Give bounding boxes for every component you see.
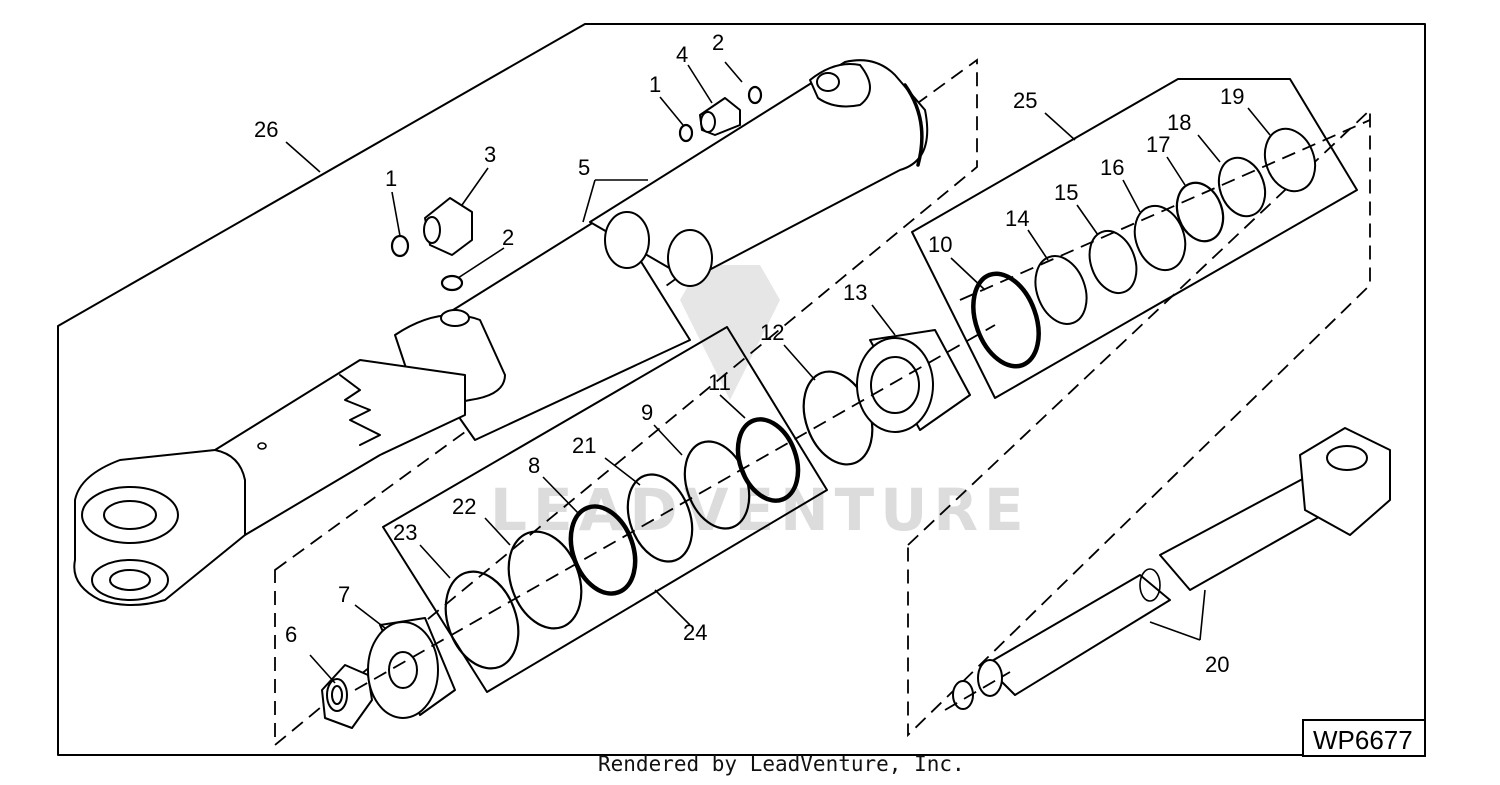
assembly-axis-rod bbox=[944, 671, 1011, 711]
seal-kit-25-outline bbox=[911, 78, 1358, 399]
seal-kit-24-rings bbox=[444, 417, 801, 670]
callout-6: 6 bbox=[285, 622, 297, 647]
callout-24: 24 bbox=[683, 620, 707, 645]
figure-code-tag: WP6677 bbox=[1302, 719, 1426, 757]
callout-3: 3 bbox=[484, 142, 496, 167]
callout-16: 16 bbox=[1100, 155, 1124, 180]
callout-12: 12 bbox=[760, 320, 784, 345]
callout-2: 2 bbox=[502, 225, 514, 250]
callout-9: 9 bbox=[641, 400, 653, 425]
callout-15: 15 bbox=[1054, 180, 1078, 205]
callout-2: 2 bbox=[712, 30, 724, 55]
rod-kit-outline bbox=[907, 107, 1371, 738]
callout-19: 19 bbox=[1220, 84, 1244, 109]
callout-17: 17 bbox=[1146, 132, 1170, 157]
hydraulic-fittings bbox=[390, 85, 763, 292]
callout-1: 1 bbox=[649, 72, 661, 97]
assembly-outline bbox=[57, 23, 1426, 756]
leader-lines bbox=[285, 61, 1271, 684]
watermark: LEADVENTURE bbox=[490, 265, 1024, 544]
callout-10: 10 bbox=[928, 232, 952, 257]
callout-23: 23 bbox=[393, 520, 417, 545]
callout-1: 1 bbox=[385, 166, 397, 191]
callout-22: 22 bbox=[452, 494, 476, 519]
callout-13: 13 bbox=[843, 280, 867, 305]
piston-rod-clevis bbox=[73, 359, 466, 606]
callout-4: 4 bbox=[676, 42, 688, 67]
assembly-axis-lower bbox=[354, 324, 996, 691]
seal-kit-25-rings bbox=[971, 127, 1317, 369]
callout-18: 18 bbox=[1167, 110, 1191, 135]
callout-labels: 1 1 2 2 3 4 5 6 7 8 9 10 11 12 13 14 15 … bbox=[254, 30, 1244, 677]
figure-code: WP6677 bbox=[1313, 725, 1413, 755]
piston-nut-assembly bbox=[321, 617, 456, 729]
assembly-axis-upper bbox=[959, 119, 1371, 301]
callout-7: 7 bbox=[338, 582, 350, 607]
callout-21: 21 bbox=[572, 433, 596, 458]
callout-25: 25 bbox=[1013, 88, 1037, 113]
callout-20: 20 bbox=[1205, 652, 1229, 677]
callout-8: 8 bbox=[528, 453, 540, 478]
piston-rod-20 bbox=[952, 427, 1391, 710]
callout-5: 5 bbox=[578, 155, 590, 180]
cylinder-barrel bbox=[394, 59, 929, 441]
gland-assembly bbox=[802, 329, 971, 466]
callout-11: 11 bbox=[708, 370, 731, 395]
callout-14: 14 bbox=[1005, 206, 1029, 231]
render-credit: Rendered by LeadVenture, Inc. bbox=[598, 752, 965, 776]
callout-26: 26 bbox=[254, 117, 278, 142]
